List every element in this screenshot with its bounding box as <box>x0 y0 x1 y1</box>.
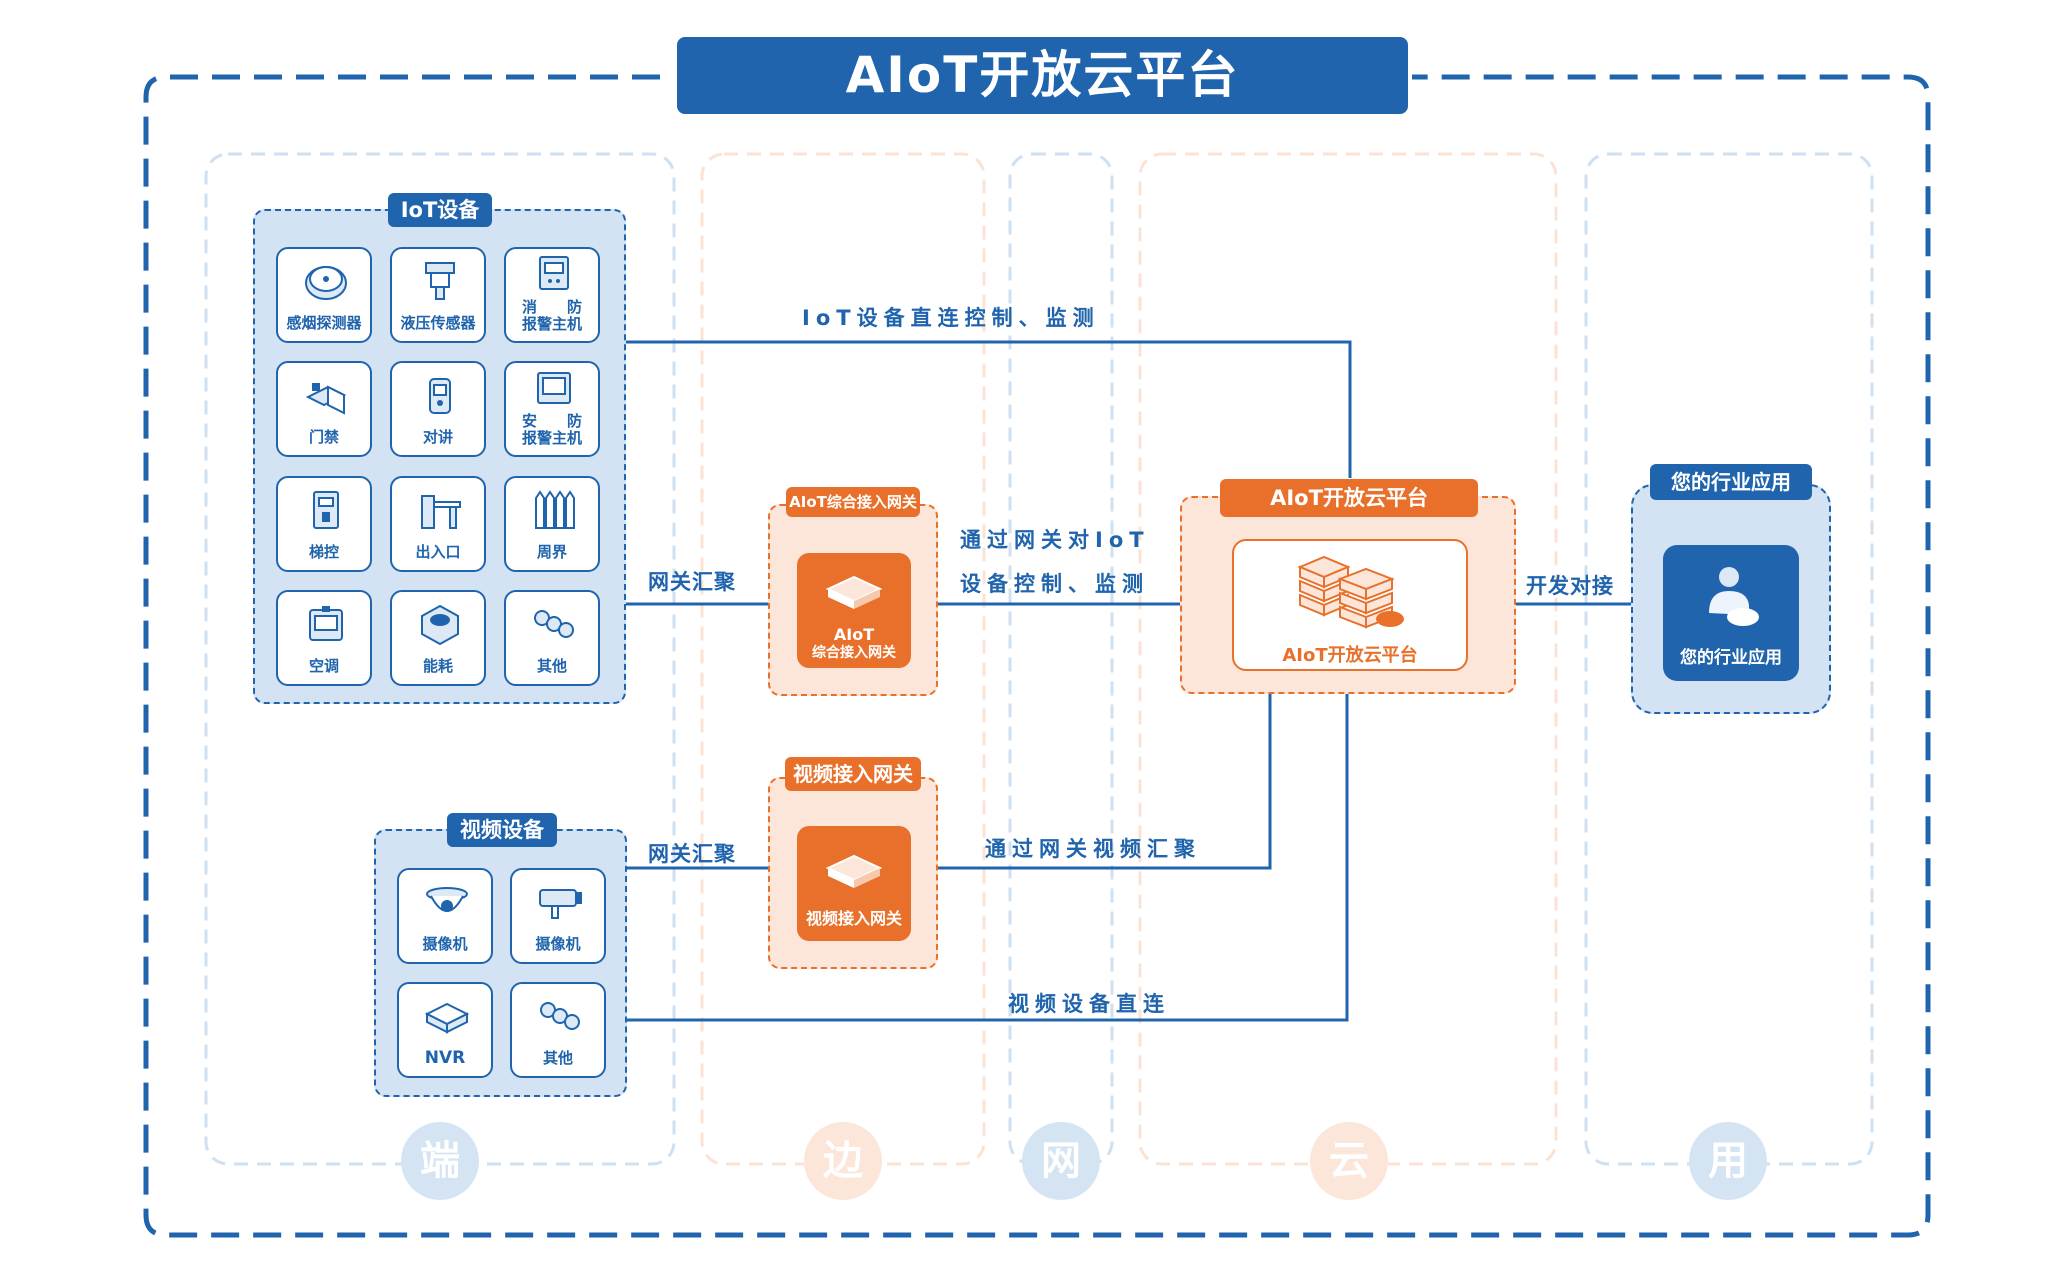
column-label-application: 用 <box>1689 1122 1767 1200</box>
device-tile-air-conditioner[interactable]: 空调 <box>276 590 372 686</box>
device-label: 液压传感器 <box>400 314 476 332</box>
device-label: 出入口 <box>415 543 461 561</box>
intercom-icon <box>429 378 451 414</box>
bullet-camera-icon <box>539 889 582 919</box>
device-tile-hydraulic-sensor[interactable]: 液压传感器 <box>390 247 486 343</box>
application-card[interactable]: 您的行业应用 <box>1663 545 1799 681</box>
flow-label-video-via-gateway: 通过网关视频汇聚 <box>985 837 1201 861</box>
line-video-gateway-to-cloud <box>938 694 1272 870</box>
cloud-platform-card-label: AIoT开放云平台 <box>1282 645 1418 666</box>
video-gateway-card[interactable]: 视频接入网关 <box>797 826 911 941</box>
access-control-icon <box>305 383 347 415</box>
others-icon <box>540 1002 580 1030</box>
device-tile-security-alarm-host[interactable]: 安 防 报警主机 <box>504 361 600 457</box>
gateway-device-icon <box>825 854 883 888</box>
line-iot-direct <box>626 340 1352 478</box>
server-cluster-icon <box>1297 555 1404 629</box>
user-app-icon <box>1709 567 1759 626</box>
device-label: 消 防 报警主机 <box>508 299 596 333</box>
video-gateway-card-label: 视频接入网关 <box>805 909 902 928</box>
device-tile-barrier-gate[interactable]: 出入口 <box>390 476 486 572</box>
device-label-bottom: 报警主机 <box>521 315 582 333</box>
device-tile-intercom[interactable]: 对讲 <box>390 361 486 457</box>
application-title: 您的行业应用 <box>1650 464 1812 500</box>
device-tile-energy[interactable]: 能耗 <box>390 590 486 686</box>
device-tile-nvr[interactable]: NVR <box>397 982 493 1078</box>
aiot-gateway-title: AIoT综合接入网关 <box>786 487 920 517</box>
iot-device-group-title: IoT设备 <box>388 193 492 227</box>
cloud-platform-title: AIoT开放云平台 <box>1220 479 1478 517</box>
others-icon <box>534 610 574 638</box>
device-label: 能耗 <box>422 657 453 675</box>
dome-camera-icon <box>426 887 468 912</box>
flow-label-gateway-aggregate-video: 网关汇聚 <box>648 842 736 866</box>
device-tile-fire-alarm-host[interactable]: 消 防 报警主机 <box>504 247 600 343</box>
column-frame-device <box>204 152 676 1166</box>
device-label-top-left: 安 <box>522 412 538 430</box>
device-tile-bullet-camera[interactable]: 摄像机 <box>510 868 606 964</box>
fire-alarm-host-icon <box>539 256 569 290</box>
device-tile-dome-camera[interactable]: 摄像机 <box>397 868 493 964</box>
device-tile-elevator-control[interactable]: 梯控 <box>276 476 372 572</box>
device-label: 感烟探测器 <box>286 314 362 332</box>
device-label: 门禁 <box>308 428 339 446</box>
application-card-label: 您的行业应用 <box>1680 648 1782 668</box>
perimeter-fence-icon <box>535 490 575 529</box>
outer-frame <box>143 74 1931 1238</box>
device-label-top-left: 消 <box>522 298 538 316</box>
device-label-bottom: 报警主机 <box>521 429 582 447</box>
cloud-platform-card[interactable]: AIoT开放云平台 <box>1232 539 1468 671</box>
device-label: 对讲 <box>422 428 453 446</box>
flow-label-gateway-aggregate-iot: 网关汇聚 <box>648 570 736 594</box>
elevator-control-icon <box>313 491 339 529</box>
device-tile-video-others[interactable]: 其他 <box>510 982 606 1078</box>
column-label-cloud: 云 <box>1310 1122 1388 1200</box>
device-label: NVR <box>424 1048 466 1068</box>
flow-label-dev-integration: 开发对接 <box>1526 574 1614 598</box>
device-label: 空调 <box>308 657 339 675</box>
flow-label-video-direct: 视频设备直连 <box>1008 992 1170 1016</box>
video-gateway-title: 视频接入网关 <box>785 757 921 791</box>
security-alarm-host-icon <box>537 372 571 404</box>
column-frame-application <box>1584 152 1874 1166</box>
flow-label-via-gateway-line1: 通过网关对IoT <box>960 528 1150 552</box>
column-frame-network <box>1008 152 1114 1166</box>
smoke-detector-icon <box>305 266 347 300</box>
column-label-device: 端 <box>401 1122 479 1200</box>
hydraulic-sensor-icon <box>425 262 455 300</box>
barrier-gate-icon <box>421 495 461 529</box>
device-tile-smoke-detector[interactable]: 感烟探测器 <box>276 247 372 343</box>
device-tile-access-control[interactable]: 门禁 <box>276 361 372 457</box>
line-video-direct <box>626 694 1349 1022</box>
device-label: 梯控 <box>308 543 339 561</box>
device-label-top-right: 防 <box>566 412 582 430</box>
page-title: AIoT开放云平台 <box>677 37 1408 114</box>
device-label: 安 防 报警主机 <box>508 413 596 447</box>
aiot-gateway-card[interactable]: AIoT 综合接入网关 <box>797 553 911 668</box>
device-tile-perimeter[interactable]: 周界 <box>504 476 600 572</box>
flow-label-via-gateway-line2: 设备控制、监测 <box>960 572 1149 596</box>
aiot-gateway-card-line1: AIoT <box>833 625 875 644</box>
energy-meter-icon <box>421 604 459 646</box>
device-label: 摄像机 <box>535 935 581 953</box>
aiot-gateway-card-line2: 综合接入网关 <box>812 645 896 661</box>
video-device-group-title: 视频设备 <box>447 813 557 847</box>
device-label-top-right: 防 <box>566 298 582 316</box>
air-conditioner-icon <box>309 606 343 641</box>
device-tile-others[interactable]: 其他 <box>504 590 600 686</box>
nvr-icon <box>424 1002 470 1034</box>
device-label: 摄像机 <box>422 935 468 953</box>
column-label-edge: 边 <box>804 1122 882 1200</box>
device-label: 其他 <box>542 1049 573 1067</box>
flow-label-iot-direct: IoT设备直连控制、监测 <box>802 306 1100 330</box>
column-label-network: 网 <box>1022 1122 1100 1200</box>
device-label: 其他 <box>536 657 567 675</box>
gateway-device-icon <box>825 575 883 609</box>
device-label: 周界 <box>536 543 567 561</box>
